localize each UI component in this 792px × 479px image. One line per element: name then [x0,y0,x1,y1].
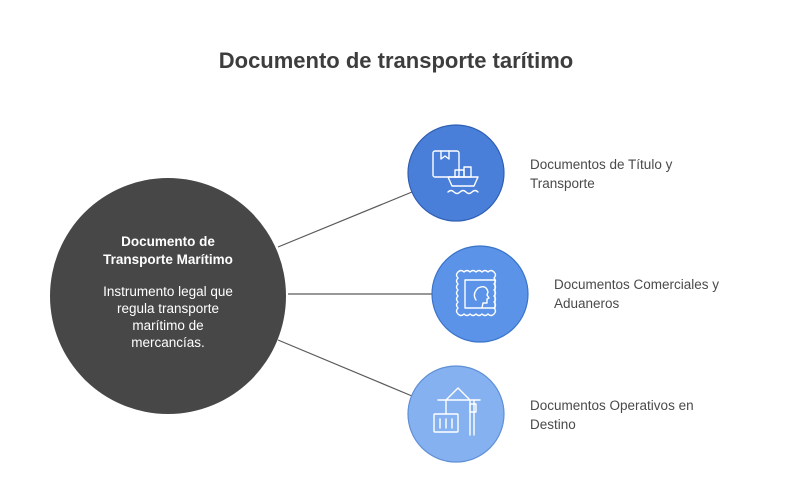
label-operativos-destino: Documentos Operativos en Destino [530,398,694,432]
connector-line [277,339,413,397]
center-node: Documento de Transporte Marítimo Instrum… [78,233,258,351]
stamp-icon [455,269,497,317]
label-comerciales-aduaneros: Documentos Comerciales y Aduaneros [554,277,720,311]
center-circle [50,178,286,414]
connector-line [277,191,413,248]
crane-icon [433,387,481,436]
cargo-ship-icon [432,150,479,195]
circle-comerciales-aduaneros [431,245,529,343]
center-description: Instrumento legal que regula transporte … [103,284,233,350]
page-title: Documento de transporte tarítimo [218,48,574,73]
label-titulo-transporte: Documentos de Título y Transporte [530,157,673,191]
center-title: Documento de Transporte Marítimo [103,234,233,267]
circle-titulo-transporte [407,124,505,222]
